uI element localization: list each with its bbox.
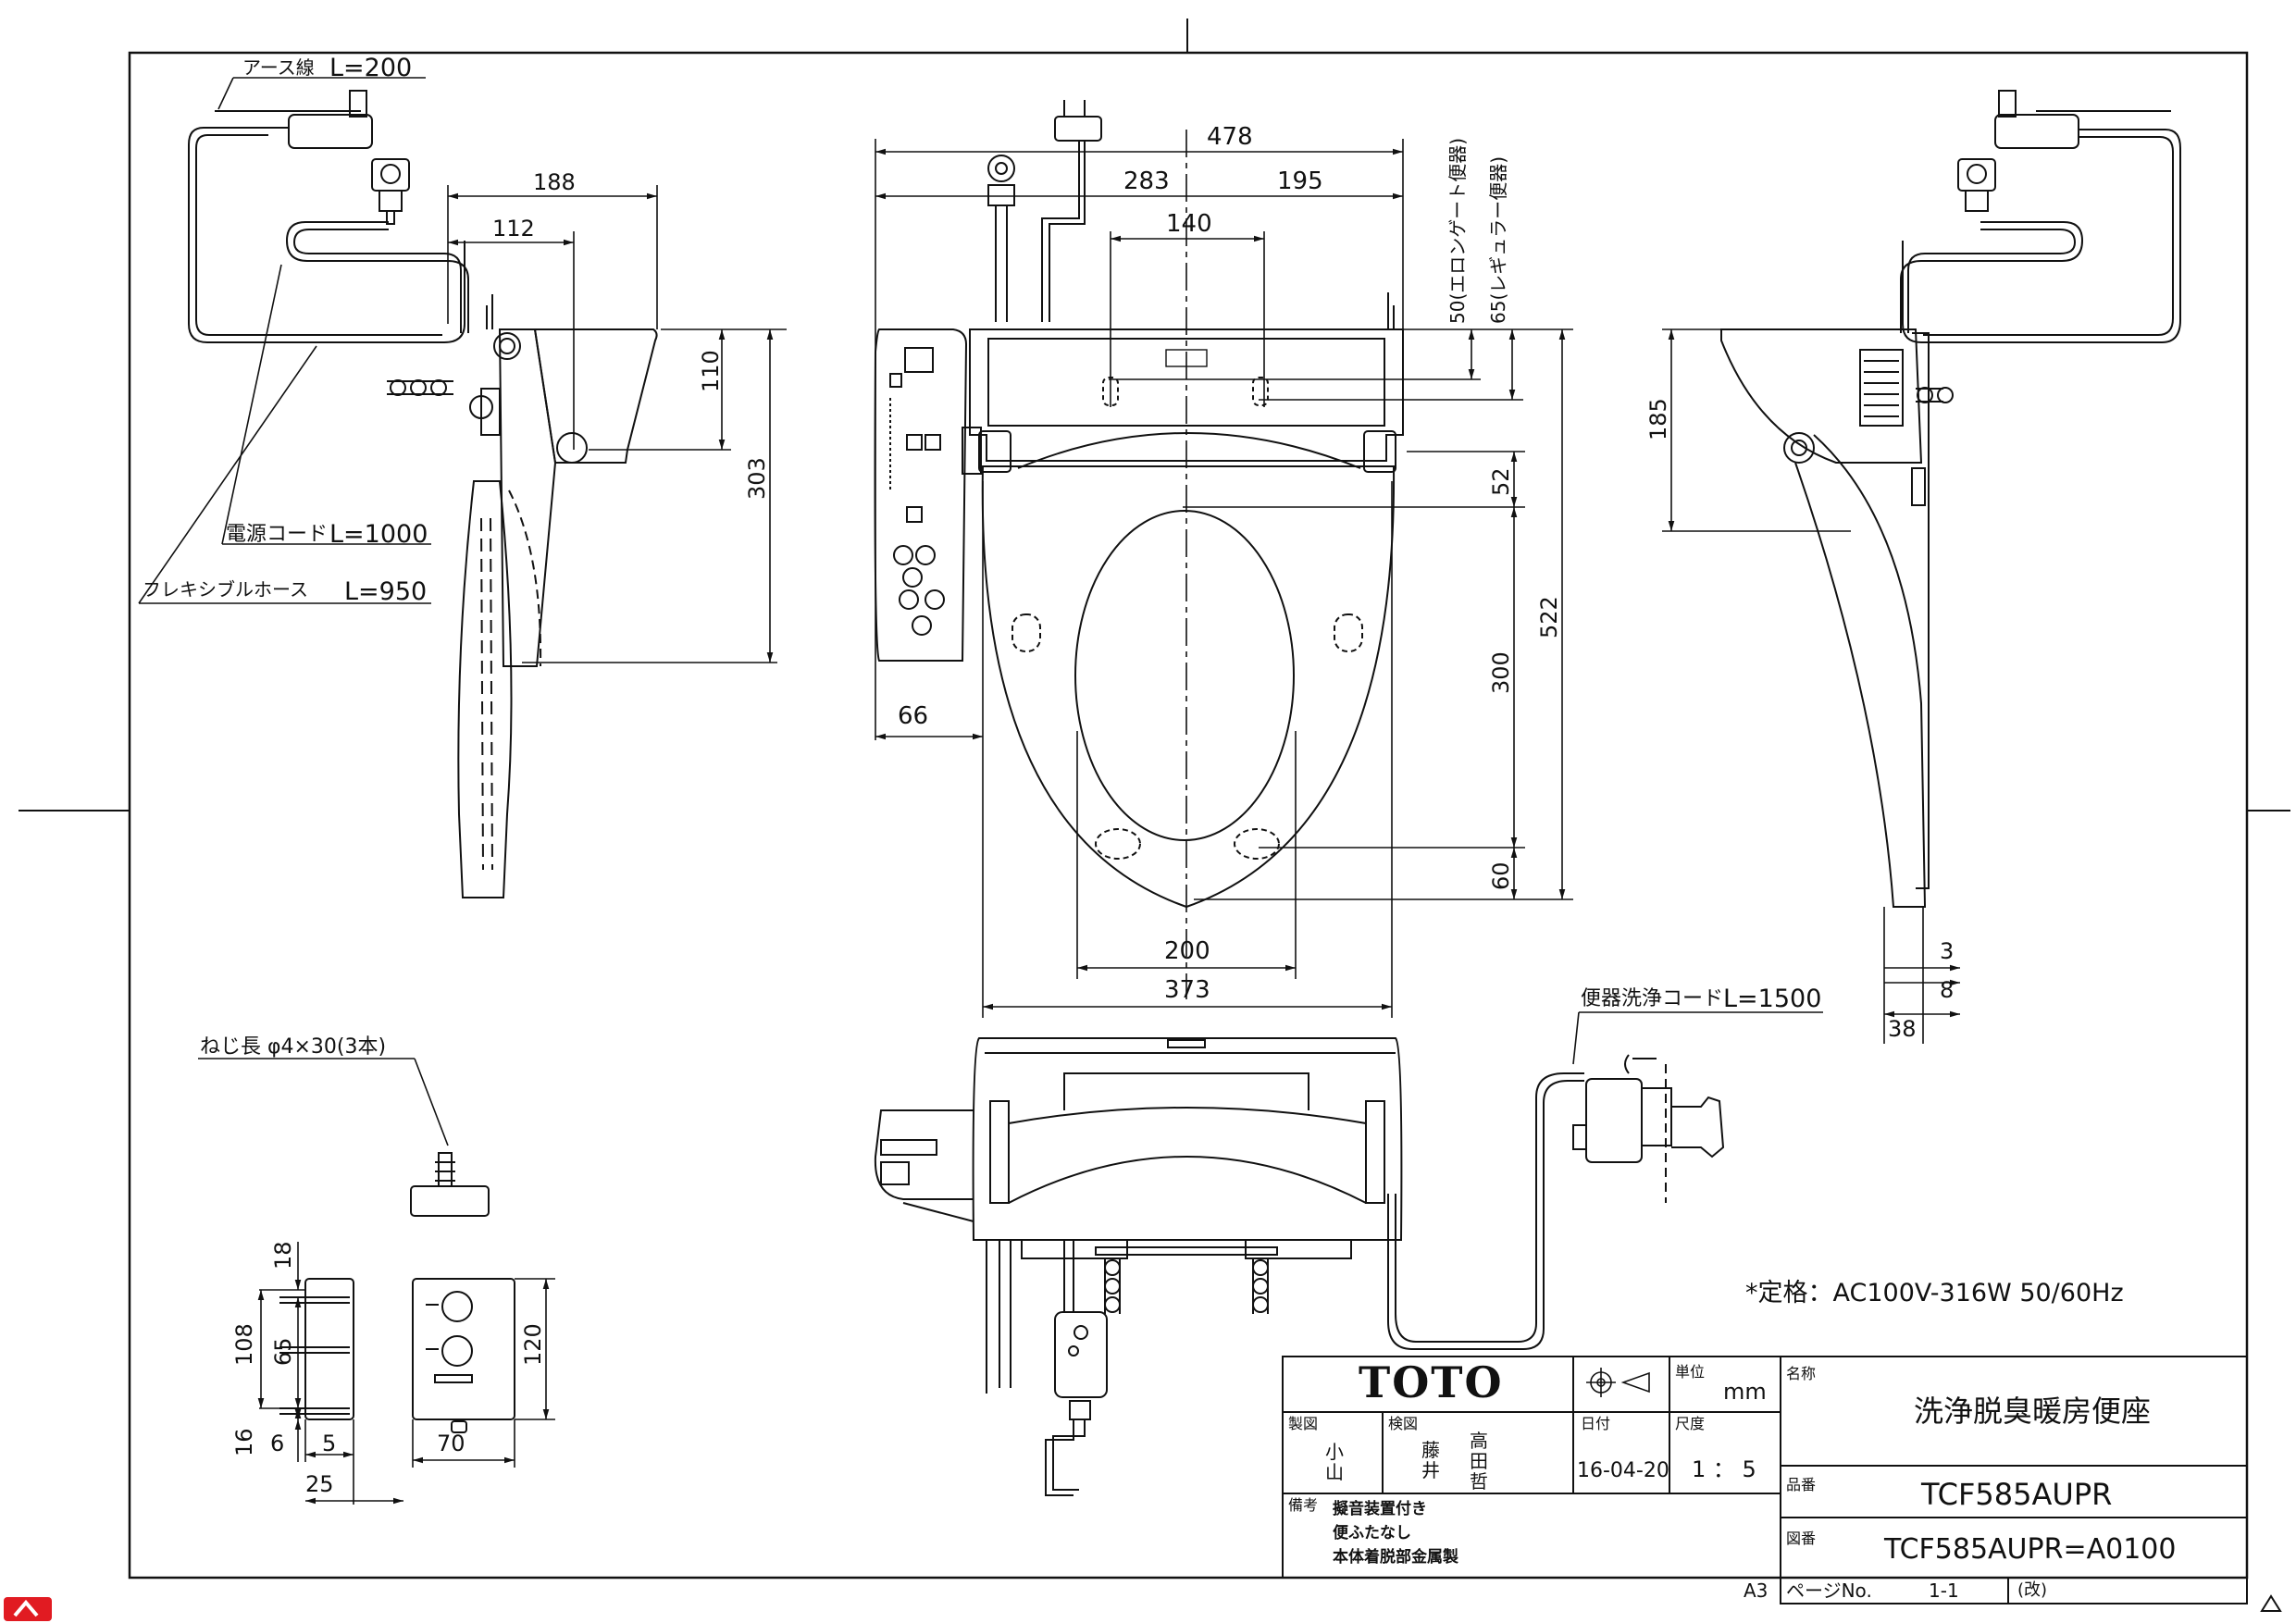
dim-18: 18 xyxy=(270,1241,296,1270)
wash-cord-leader xyxy=(1572,1011,1823,1065)
projection-symbol-icon xyxy=(1586,1368,1650,1397)
dim-303: 303 xyxy=(744,457,770,500)
drawing-number: TCF585AUPR=A0100 xyxy=(1883,1533,2176,1566)
check-2a: 高 xyxy=(1470,1430,1488,1452)
revision-label: (改) xyxy=(2017,1580,2047,1600)
left-leaders xyxy=(138,77,431,604)
dim-188: 188 xyxy=(533,169,576,195)
front-view xyxy=(874,1037,1584,1496)
dim-38: 38 xyxy=(1888,1016,1917,1042)
power-cord-label: 電源コード xyxy=(226,523,328,546)
dim-110: 110 xyxy=(698,350,724,392)
dim-283: 283 xyxy=(1123,167,1170,195)
dim-478: 478 xyxy=(1207,123,1253,151)
dim-373: 373 xyxy=(1164,976,1210,1004)
flex-hose-label: フレキシブルホース xyxy=(143,578,308,601)
dim-66: 66 xyxy=(898,702,928,730)
top-view xyxy=(874,100,1404,909)
scale-label: 尺度 xyxy=(1675,1415,1705,1432)
dim-60: 60 xyxy=(1488,861,1514,890)
remote-front-view xyxy=(412,1278,515,1433)
check-2b: 田 xyxy=(1470,1450,1488,1472)
screw-label: ねじ長 φ4×30(3本) xyxy=(200,1035,386,1059)
dim-6: 6 xyxy=(270,1431,284,1456)
dim-200: 200 xyxy=(1164,937,1210,965)
check-2c: 哲 xyxy=(1470,1470,1488,1493)
unit-label: 単位 xyxy=(1675,1363,1705,1381)
dim-185: 185 xyxy=(1645,398,1671,440)
regular-note: 65(レギュラー便器) xyxy=(1487,156,1509,324)
earth-wire-label: アース線 xyxy=(242,56,315,79)
publisher-logo-icon xyxy=(4,1597,52,1621)
dim-65: 65 xyxy=(270,1337,296,1366)
note-1: 擬音装置付き xyxy=(1333,1499,1427,1518)
right-dimension-lines xyxy=(1662,328,1960,1044)
note-2: 便ふたなし xyxy=(1333,1523,1411,1542)
drawn-by-1: 小 xyxy=(1325,1441,1344,1463)
check-1b: 井 xyxy=(1421,1459,1440,1481)
dim-70: 70 xyxy=(437,1431,465,1456)
right-side-view xyxy=(1720,90,2181,908)
dim-16: 16 xyxy=(231,1428,257,1456)
toilet-cord-label: 便器洗浄コード xyxy=(1581,987,1723,1010)
drawn-by-2: 山 xyxy=(1325,1461,1344,1483)
screw-leader xyxy=(198,1058,449,1146)
dim-112: 112 xyxy=(492,216,535,242)
date-value: 16-04-20 xyxy=(1577,1459,1669,1482)
check-1a: 藤 xyxy=(1421,1439,1440,1461)
dim-120: 120 xyxy=(520,1323,546,1366)
date-label: 日付 xyxy=(1581,1415,1610,1432)
remote-side-view xyxy=(279,1278,354,1420)
page-label: ページNo. xyxy=(1786,1580,1872,1602)
dim-300: 300 xyxy=(1488,651,1514,694)
dim-3: 3 xyxy=(1940,938,1954,964)
drawing-label: 図番 xyxy=(1786,1530,1816,1547)
earth-wire-length: L=200 xyxy=(329,54,412,82)
name-label: 名称 xyxy=(1786,1365,1816,1382)
elongate-note: 50(エロンゲート便器) xyxy=(1446,138,1469,324)
corner-triangle-icon xyxy=(2260,1594,2282,1612)
wash-cord-connector xyxy=(1572,1054,1725,1203)
remote-dimension-lines xyxy=(257,1242,555,1505)
toto-logo: TOTO xyxy=(1359,1357,1504,1407)
sheet-size: A3 xyxy=(1744,1580,1768,1602)
dim-5: 5 xyxy=(322,1431,336,1456)
note-3: 本体着脱部金属製 xyxy=(1333,1547,1458,1567)
drawn-label: 製図 xyxy=(1288,1415,1318,1432)
dim-195: 195 xyxy=(1277,167,1323,195)
unit-value: mm xyxy=(1723,1379,1767,1405)
check-label: 検図 xyxy=(1388,1415,1418,1432)
scale-value: 1 ： 5 xyxy=(1692,1456,1756,1482)
dim-25: 25 xyxy=(305,1471,334,1497)
rating-label: *定格：AC100V-316W 50/60Hz xyxy=(1745,1279,2124,1307)
product-name: 洗浄脱臭暖房便座 xyxy=(1914,1394,2151,1429)
page-number: 1-1 xyxy=(1929,1580,1959,1602)
dim-108: 108 xyxy=(231,1323,257,1366)
notes-label: 備考 xyxy=(1288,1496,1318,1514)
left-side-view xyxy=(188,90,658,898)
dim-52: 52 xyxy=(1488,467,1514,496)
part-label: 品番 xyxy=(1786,1476,1816,1493)
dim-8: 8 xyxy=(1940,977,1954,1003)
dim-140: 140 xyxy=(1166,210,1212,238)
toilet-cord-length: L=1500 xyxy=(1723,985,1821,1013)
left-dimension-lines xyxy=(447,185,787,663)
dim-522: 522 xyxy=(1536,596,1562,638)
part-number: TCF585AUPR xyxy=(1920,1477,2112,1512)
title-block xyxy=(1282,1356,2248,1604)
screw-part xyxy=(410,1152,490,1217)
power-cord-length: L=1000 xyxy=(329,520,428,549)
flex-hose-length: L=950 xyxy=(344,577,427,606)
top-view-dimension-lines xyxy=(875,130,1573,1018)
